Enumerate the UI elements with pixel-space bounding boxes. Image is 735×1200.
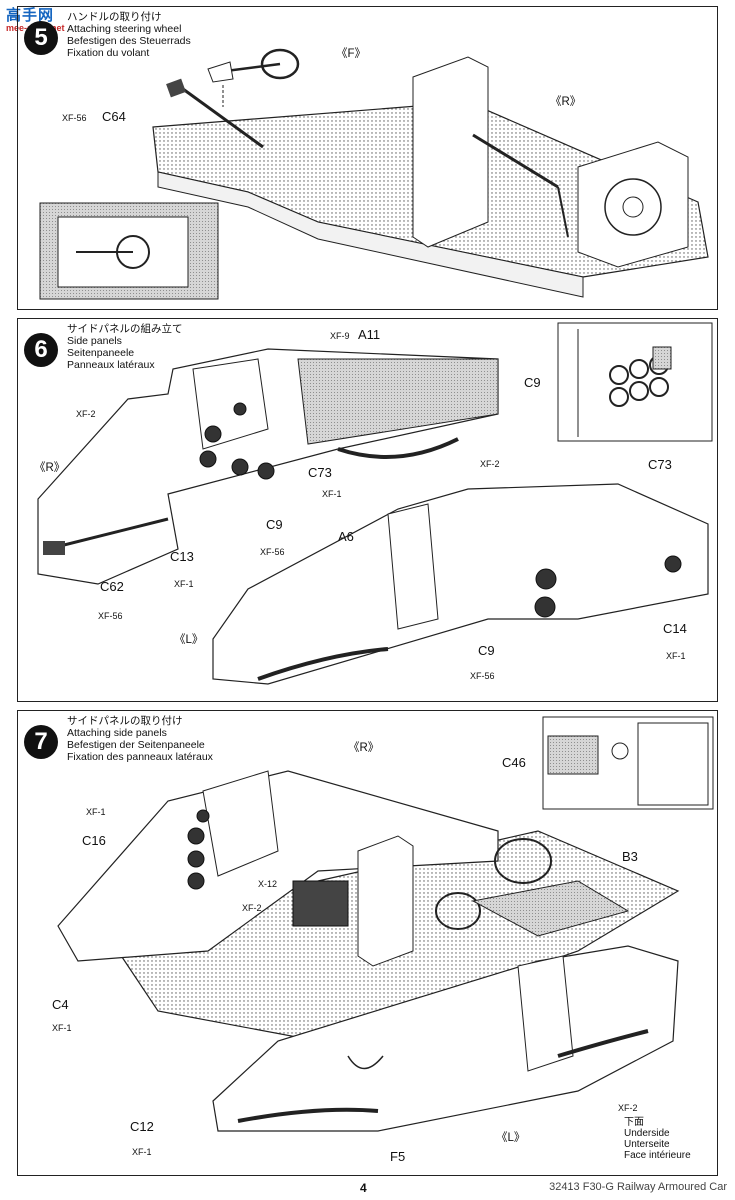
step-7-drawing — [57, 716, 714, 1132]
step-6-drawing — [37, 322, 713, 685]
part-c9-left: C9 — [478, 643, 495, 658]
page-number: 4 — [360, 1181, 367, 1195]
title-fr: Fixation du volant — [67, 47, 150, 59]
title-ja: ハンドルの取り付け — [67, 11, 162, 23]
part-a11: A11 — [358, 327, 381, 342]
label-front: 《F》 — [336, 48, 367, 60]
paint-xf1-c16: XF-1 — [86, 807, 106, 817]
label-left: 《L》 — [496, 1132, 526, 1144]
part-b3: B3 — [622, 849, 638, 864]
part-c16: C16 — [82, 833, 106, 848]
part-c9-right: C9 — [266, 517, 283, 532]
part-f5: F5 — [390, 1149, 406, 1164]
part-c64: C64 — [102, 109, 126, 124]
paint-xf1-c12: XF-1 — [132, 1147, 152, 1157]
paint-xf2-rack: XF-2 — [242, 903, 262, 913]
title-en: Attaching steering wheel — [67, 23, 182, 35]
title-de: Seitenpaneele — [67, 347, 135, 359]
step-titles: サイドパネルの取り付け Attaching side panels Befest… — [67, 715, 213, 763]
step-number: 7 — [24, 725, 58, 759]
underside-de: Unterseite — [624, 1139, 670, 1150]
underside-fr: Face intérieure — [624, 1150, 691, 1161]
part-c13: C13 — [170, 549, 194, 564]
part-c12: C12 — [130, 1119, 154, 1134]
paint-xf2-underside: XF-2 — [618, 1103, 638, 1113]
title-en: Side panels — [67, 335, 122, 347]
step-5-panel: 5 ハンドルの取り付け Attaching steering wheel Bef… — [17, 6, 718, 310]
label-right: 《R》 — [348, 742, 380, 754]
step-6-panel: 6 サイドパネルの組み立て Side panels Seitenpaneele … — [17, 318, 718, 702]
title-ja: サイドパネルの取り付け — [67, 715, 183, 727]
paint-xf1-c14: XF-1 — [666, 651, 686, 661]
paint-xf56-c62: XF-56 — [98, 611, 123, 621]
part-a6: A6 — [338, 529, 354, 544]
label-right: 《R》 — [34, 462, 66, 474]
label-rear: 《R》 — [550, 96, 582, 108]
paint-xf2-left: XF-2 — [480, 459, 500, 469]
paint-xf56: XF-56 — [62, 113, 87, 123]
paint-xf1-c13: XF-1 — [174, 579, 194, 589]
part-c73: C73 — [308, 465, 332, 480]
title-fr: Panneaux latéraux — [67, 359, 155, 371]
paint-xf9: XF-9 — [330, 331, 350, 341]
step-titles: ハンドルの取り付け Attaching steering wheel Befes… — [67, 11, 191, 59]
part-c62: C62 — [100, 579, 124, 594]
paint-xf56-c9: XF-56 — [260, 547, 285, 557]
label-left: 《L》 — [174, 634, 204, 646]
inset-part-c73: C73 — [648, 457, 672, 472]
step-number: 6 — [24, 333, 58, 367]
title-en: Attaching side panels — [67, 727, 167, 739]
part-c14: C14 — [663, 621, 687, 636]
paint-xf1-c73: XF-1 — [322, 489, 342, 499]
part-c46: C46 — [502, 755, 526, 770]
title-de: Befestigen der Seitenpaneele — [67, 739, 205, 751]
step-number: 5 — [24, 21, 58, 55]
underside-ja: 下面 — [624, 1117, 644, 1128]
step-5-drawing — [39, 48, 709, 300]
title-de: Befestigen des Steuerrads — [67, 35, 191, 47]
underside-note: 下面 Underside Unterseite Face intérieure — [624, 1117, 691, 1161]
footer-text: 32413 F30-G Railway Armoured Car — [549, 1181, 727, 1193]
step-titles: サイドパネルの組み立て Side panels Seitenpaneele Pa… — [67, 323, 183, 371]
paint-xf56-left: XF-56 — [470, 671, 495, 681]
inset-part-c9: C9 — [524, 375, 541, 390]
part-c4: C4 — [52, 997, 69, 1012]
step-7-panel: 7 サイドパネルの取り付け Attaching side panels Befe… — [17, 710, 718, 1176]
title-fr: Fixation des panneaux latéraux — [67, 751, 213, 763]
title-ja: サイドパネルの組み立て — [67, 323, 183, 335]
underside-en: Underside — [624, 1128, 670, 1139]
paint-xf2-right: XF-2 — [76, 409, 96, 419]
paint-x12: X-12 — [258, 879, 278, 889]
paint-xf1-c4: XF-1 — [52, 1023, 72, 1033]
